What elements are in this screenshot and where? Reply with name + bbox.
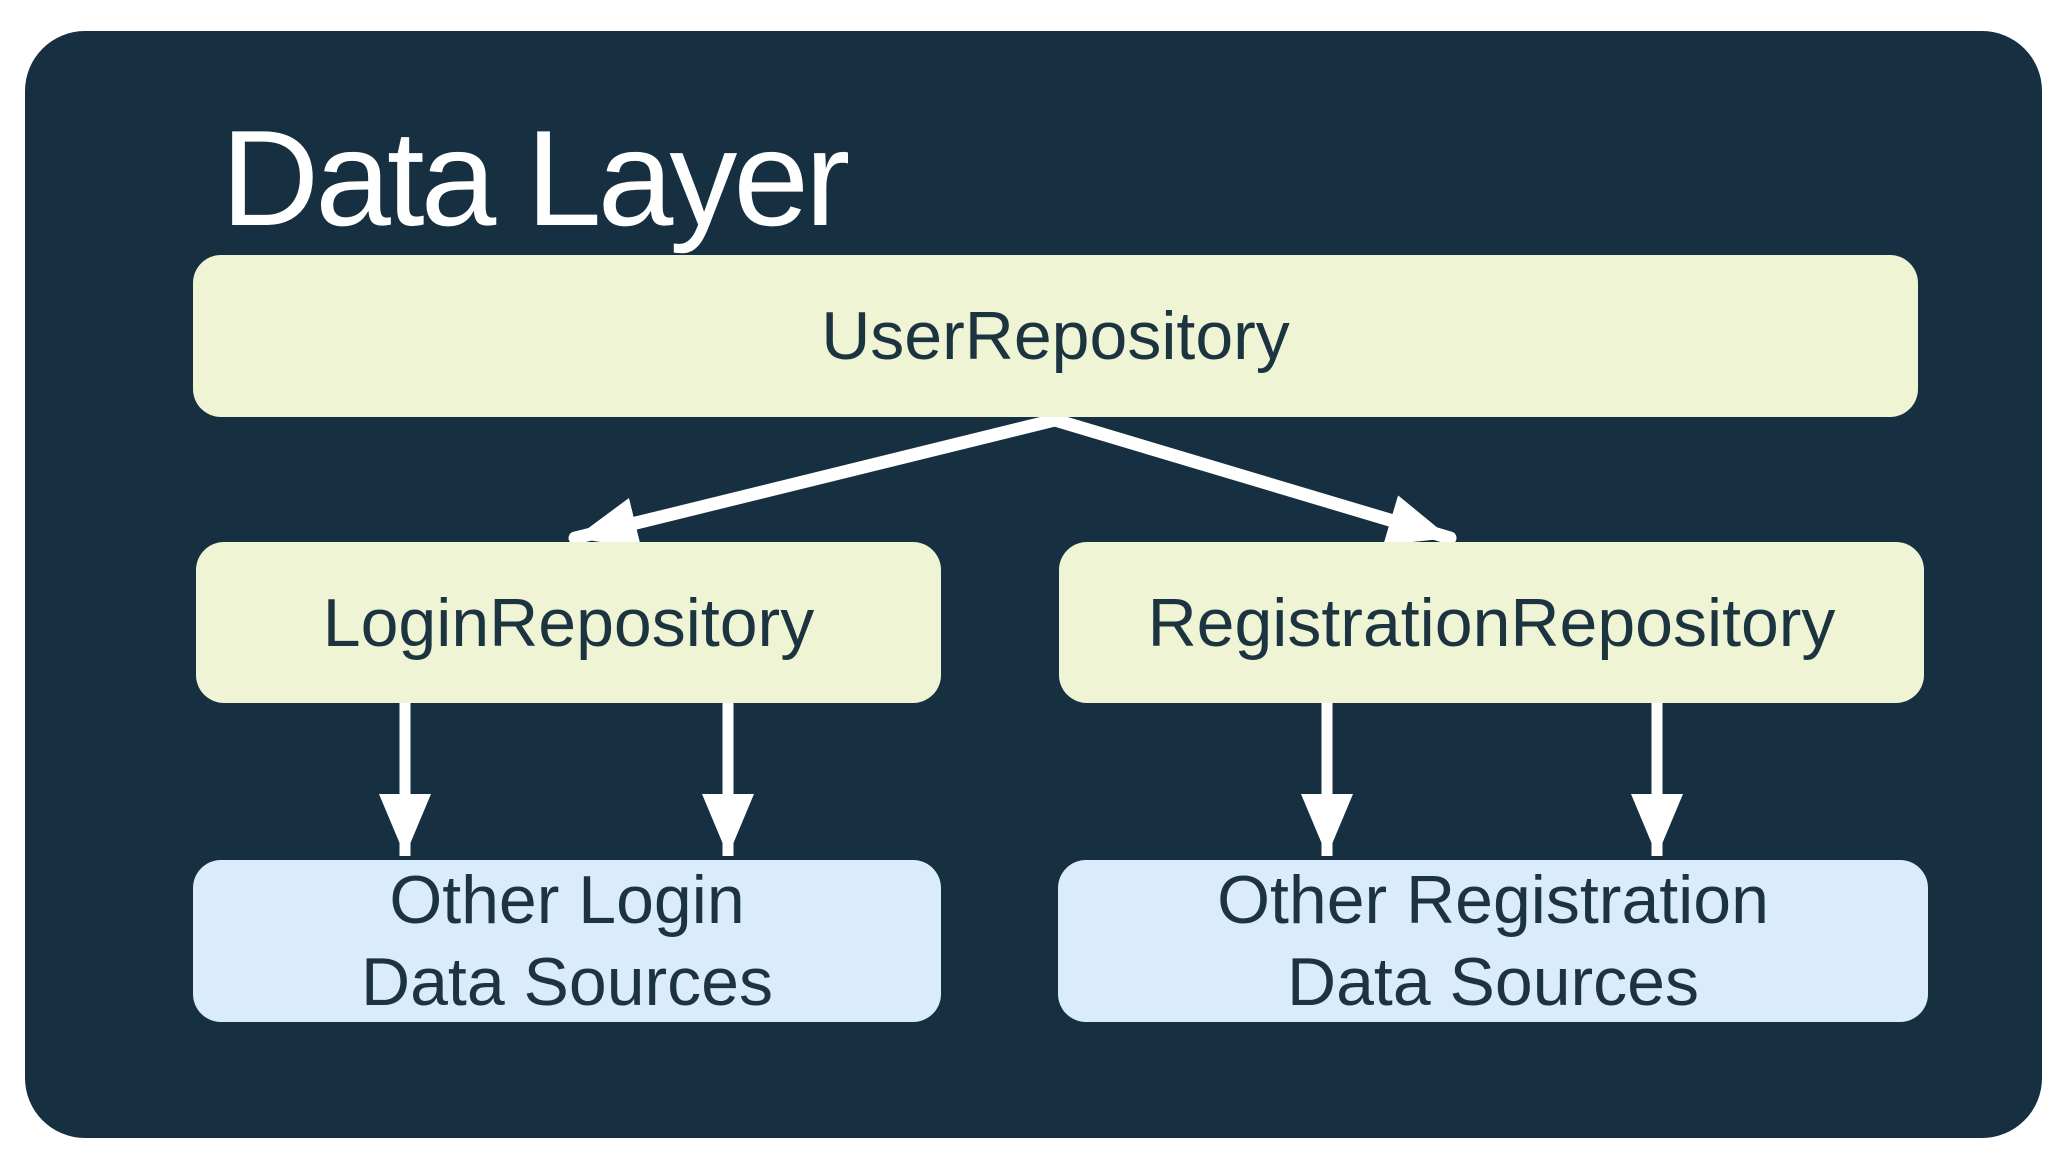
node-other-registration-data-sources: Other Registration Data Sources — [1058, 860, 1928, 1022]
node-other-registration-data-sources-label-line2: Data Sources — [1287, 944, 1699, 1020]
node-other-login-data-sources-label-line1: Other Login — [389, 862, 745, 938]
node-registration-repository-label: RegistrationRepository — [1147, 584, 1836, 661]
node-other-login-data-sources: Other Login Data Sources — [193, 860, 941, 1022]
node-other-login-data-sources-label-line2: Data Sources — [361, 944, 773, 1020]
node-other-registration-data-sources-label-line1: Other Registration — [1217, 862, 1769, 938]
node-user-repository: UserRepository — [193, 255, 1918, 417]
node-login-repository-label: LoginRepository — [322, 584, 815, 661]
node-registration-repository: RegistrationRepository — [1059, 542, 1924, 703]
node-user-repository-label: UserRepository — [821, 298, 1290, 374]
node-login-repository: LoginRepository — [196, 542, 941, 703]
diagram-title: Data Layer — [221, 102, 850, 254]
